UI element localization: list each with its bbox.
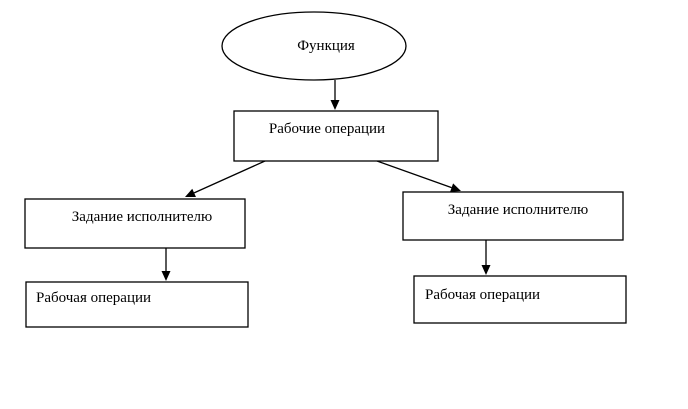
arrow-task-left-to-operation-left (161, 248, 171, 281)
node-operation-left: Рабочая операции (25, 281, 249, 328)
arrow-work-operations-to-task-left (185, 160, 266, 197)
operation-left-label: Рабочая операции (36, 290, 151, 306)
node-operation-right: Рабочая операции (413, 275, 627, 324)
node-task-left: Задание исполнителю (24, 198, 246, 249)
function-ellipse (221, 11, 407, 81)
work-operations-box (233, 110, 439, 162)
operation-right-box (413, 275, 627, 324)
arrow-head (185, 188, 196, 197)
arrow-function-to-work-operations (330, 80, 340, 110)
node-task-right: Задание исполнителю (402, 191, 624, 241)
arrow-task-right-to-operation-right (481, 240, 491, 275)
arrow-head (330, 100, 340, 110)
operation-right-label: Рабочая операции (425, 287, 540, 303)
operation-left-box (25, 281, 249, 328)
arrow-head (161, 271, 171, 281)
arrow-head (481, 265, 491, 275)
task-right-label: Задание исполнителю (448, 202, 588, 218)
task-left-label: Задание исполнителю (72, 209, 212, 225)
connectors (161, 80, 491, 281)
arrow-line (376, 160, 452, 189)
work-operations-label: Рабочие операции (269, 121, 385, 137)
arrow-head (450, 183, 461, 192)
function-label: Функция (297, 38, 355, 54)
task-right-box (402, 191, 624, 241)
task-left-box (24, 198, 246, 249)
node-work-operations: Рабочие операции (233, 110, 439, 162)
arrow-work-operations-to-task-right (376, 160, 461, 192)
node-function: Функция (221, 11, 407, 81)
arrow-line (193, 160, 266, 194)
